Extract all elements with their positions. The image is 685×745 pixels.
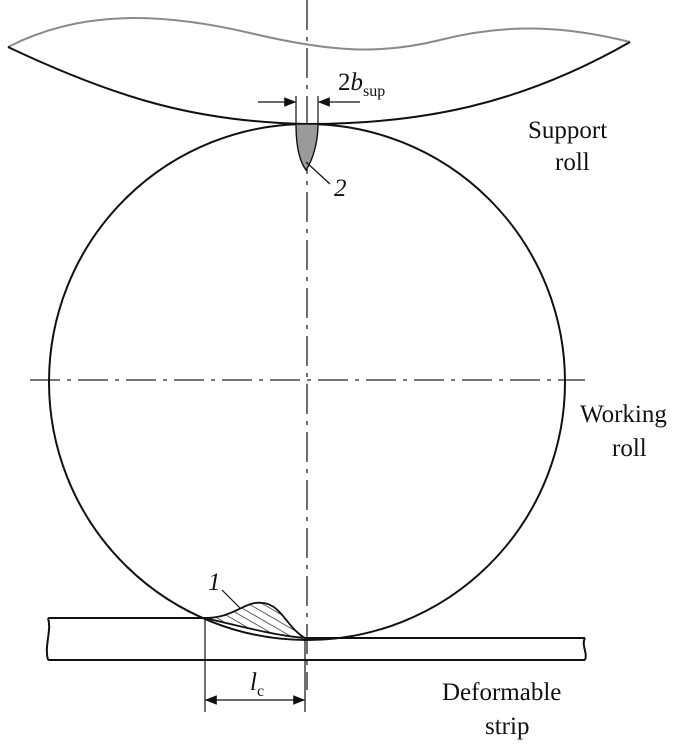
marker-1-label: 1	[208, 569, 221, 596]
support-roll-bottom-edge	[7, 41, 631, 126]
marker-1-leader	[221, 589, 241, 609]
marker-2-leader	[305, 161, 331, 185]
marker-2-label: 2	[334, 175, 347, 202]
strip-right-break	[582, 637, 587, 661]
dim-2bsup-label: 2bsup	[338, 69, 385, 100]
support-roll-top-edge	[7, 17, 631, 51]
strip-label-line2: strip	[485, 713, 529, 740]
strip-label-line1: Deformable	[442, 679, 561, 706]
support-roll-label-line1: Support	[528, 117, 607, 144]
contact-zone-2	[295, 123, 319, 172]
contact-zone-1	[204, 601, 306, 639]
strip-left-break	[45, 617, 51, 661]
dim-lc-label: lc	[250, 669, 264, 700]
working-roll-label-line1: Working	[580, 401, 667, 428]
support-roll-label-line2: roll	[555, 149, 590, 176]
working-roll-label-line2: roll	[612, 435, 647, 462]
